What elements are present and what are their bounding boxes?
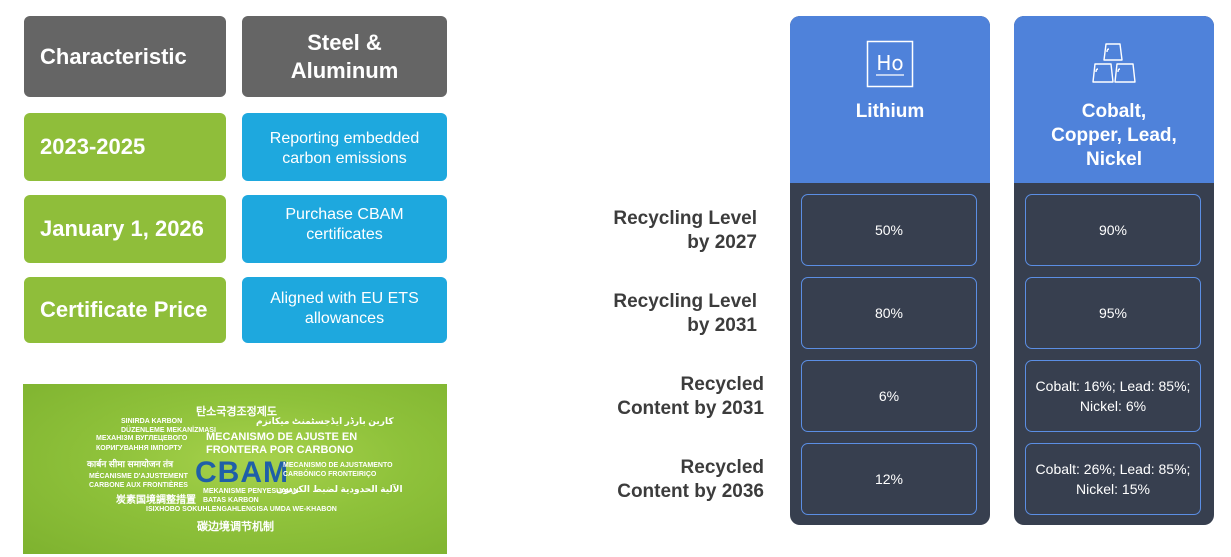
cobalt-column-header: Cobalt, Copper, Lead, Nickel xyxy=(1014,16,1214,183)
word-urdu: کاربن بارڈر ایڈجسٹمنٹ میکانزم xyxy=(256,416,394,426)
characteristic-header-label: Characteristic xyxy=(40,43,187,69)
label-line: Recycling Level xyxy=(613,208,757,229)
cobalt-content-2036: Cobalt: 26%; Lead: 85%; Nickel: 15% xyxy=(1025,443,1201,515)
word-japanese: 炭素国境調整措置 xyxy=(116,495,196,506)
row-label-jan-2026: January 1, 2026 xyxy=(24,195,226,263)
lithium-column: Ho Lithium 50% 80% 6% 12% xyxy=(790,16,990,525)
row-value-jan-2026: Purchase CBAM certificates xyxy=(242,195,447,263)
characteristic-header: Characteristic xyxy=(24,16,226,97)
title-line: Copper, Lead, xyxy=(1051,125,1177,146)
word-chinese: 碳边境调节机制 xyxy=(197,521,274,533)
title-line: Cobalt, xyxy=(1081,101,1147,122)
row-label-2023-2025: 2023-2025 xyxy=(24,113,226,181)
label-line: Recycled xyxy=(680,457,764,478)
row-label-certificate-price: Certificate Price xyxy=(24,277,226,343)
label-line: by 2027 xyxy=(687,232,757,253)
row-label-content-2031: Recycled Content by 2031 xyxy=(564,373,764,421)
row-value-text: Reporting embedded carbon emissions xyxy=(269,130,420,167)
row-label-recycling-2027: Recycling Level by 2027 xyxy=(557,207,757,255)
element-symbol: Ho xyxy=(876,51,903,75)
word-korean: 탄소국경조정제도 xyxy=(196,406,277,418)
cbam-title: CBAM xyxy=(195,456,289,489)
row-value-certificate-price: Aligned with EU ETS allowances xyxy=(242,277,447,343)
word-spanish: MECANISMO DE AJUSTE EN FRONTERA POR CARB… xyxy=(206,431,358,456)
word-indonesian: MEKANISME PENYESUAIAN BATAS KARBON xyxy=(203,488,299,504)
cobalt-value-2027: 90% xyxy=(1025,194,1201,266)
lithium-content-2036: 12% xyxy=(801,443,977,515)
label-line: Recycling Level xyxy=(613,291,757,312)
lithium-content-2031: 6% xyxy=(801,360,977,432)
row-label-text: January 1, 2026 xyxy=(40,216,204,241)
row-value-text: Purchase CBAM certificates xyxy=(285,206,404,243)
row-label-text: Certificate Price xyxy=(40,297,208,322)
title-line: Nickel xyxy=(1086,149,1142,170)
lithium-title: Lithium xyxy=(790,100,990,124)
word-turkish: SINIRDA KARBON DÜZENLEME MEKANİZMASI xyxy=(121,418,216,434)
row-value-text: Aligned with EU ETS allowances xyxy=(270,290,419,327)
lithium-column-header: Ho Lithium xyxy=(790,16,990,183)
label-line: Content by 2031 xyxy=(617,398,764,419)
label-line: Recycled xyxy=(680,374,764,395)
cobalt-value-2031: 95% xyxy=(1025,277,1201,349)
row-value-2023-2025: Reporting embedded carbon emissions xyxy=(242,113,447,181)
label-line: by 2031 xyxy=(687,315,757,336)
cobalt-content-2031: Cobalt: 16%; Lead: 85%; Nickel: 6% xyxy=(1025,360,1201,432)
word-arabic: الآلية الحدودية لضبط الكربون xyxy=(276,484,403,494)
metal-ingots-icon xyxy=(1092,43,1136,83)
cobalt-title: Cobalt, Copper, Lead, Nickel xyxy=(1014,100,1214,172)
word-french: MÉCANISME D'AJUSTEMENT CARBONE AUX FRONT… xyxy=(89,473,188,489)
cobalt-copper-lead-nickel-column: Cobalt, Copper, Lead, Nickel 90% 95% Cob… xyxy=(1014,16,1214,525)
title-line: Lithium xyxy=(855,101,925,122)
word-hindi: कार्बन सीमा समायोजन तंत्र xyxy=(87,459,174,469)
word-xhosa: ISIXHOBO SOKUHLENGAHLENGISA UMDA WE-KHAB… xyxy=(146,506,337,513)
label-line: Content by 2036 xyxy=(617,481,764,502)
row-label-recycling-2031: Recycling Level by 2031 xyxy=(557,290,757,338)
word-portuguese: MECANISMO DE AJUSTAMENTO CARBÓNICO FRONT… xyxy=(283,462,393,478)
row-label-text: 2023-2025 xyxy=(40,134,146,159)
steel-aluminum-header-label: Steel & Aluminum xyxy=(290,29,399,83)
row-label-content-2036: Recycled Content by 2036 xyxy=(564,456,764,504)
lithium-value-2027: 50% xyxy=(801,194,977,266)
lithium-element-icon: Ho xyxy=(866,40,914,88)
cbam-word-cloud-image: 탄소국경조정제도 SINIRDA KARBON DÜZENLEME MEKANİ… xyxy=(23,384,447,554)
steel-aluminum-header: Steel & Aluminum xyxy=(242,16,447,97)
lithium-value-2031: 80% xyxy=(801,277,977,349)
word-ukrainian: МЕХАНІЗМ ВУГЛЕЦЕВОГО КОРИГУВАННЯ ІМПОРТУ xyxy=(96,435,188,452)
